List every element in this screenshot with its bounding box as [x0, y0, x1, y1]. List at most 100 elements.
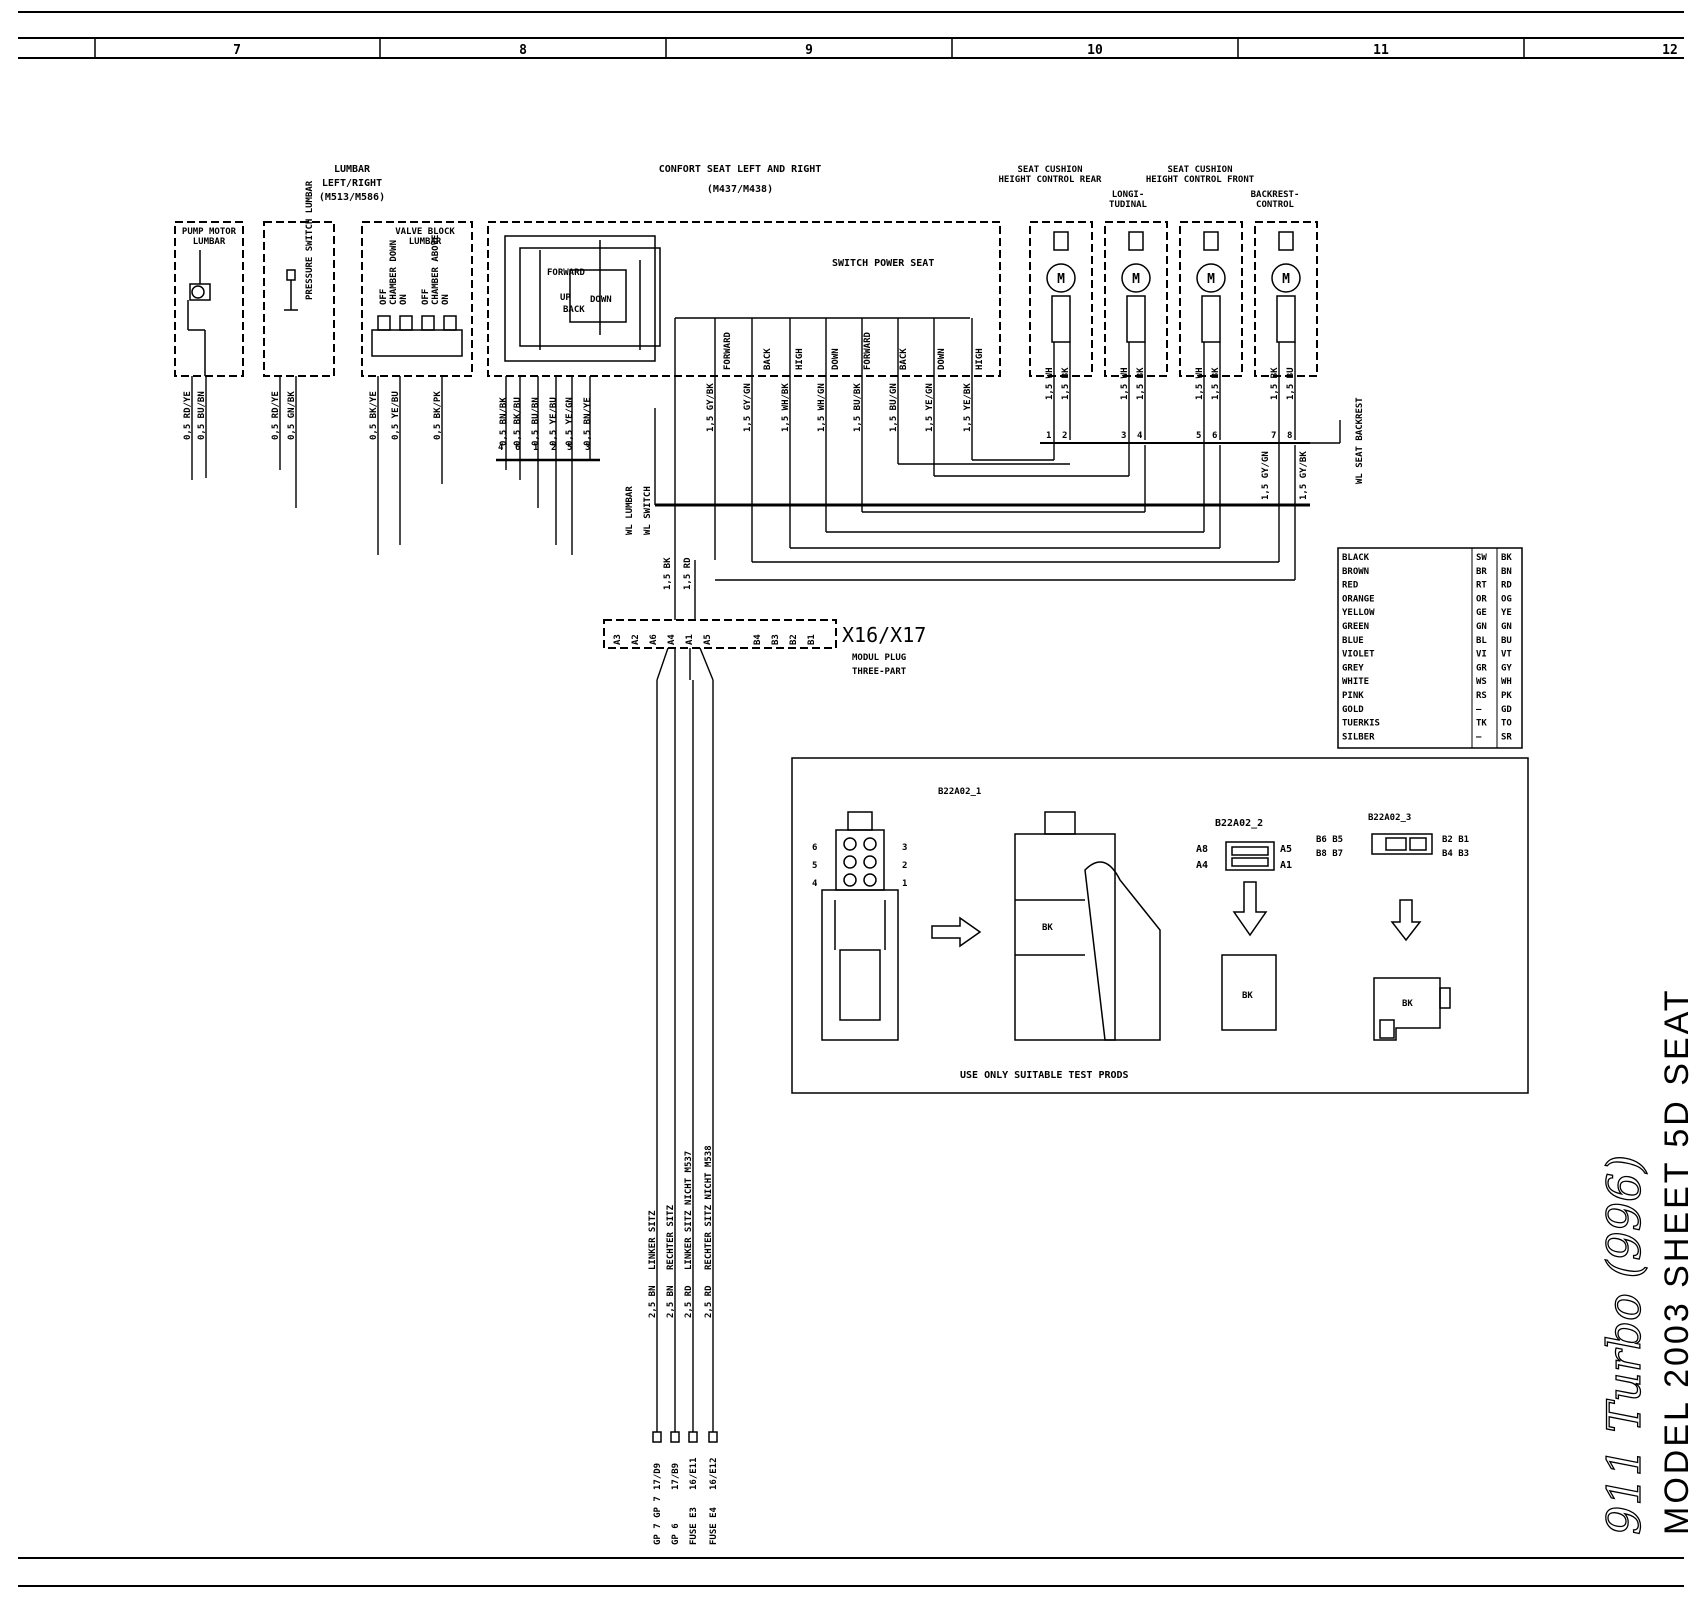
svg-text:CHAMBER DOWN: CHAMBER DOWN [389, 240, 399, 305]
svg-text:1,5 BK: 1,5 BK [1270, 367, 1280, 400]
svg-text:1,5 WH: 1,5 WH [1195, 367, 1205, 400]
column-11: 11 [1373, 43, 1389, 58]
svg-text:BK: BK [1042, 923, 1053, 933]
color-code-en: BK [1501, 553, 1512, 563]
svg-text:0,5 RD/YE: 0,5 RD/YE [183, 391, 193, 440]
svg-text:LINKER SITZ: LINKER SITZ [648, 1210, 658, 1270]
svg-text:RECHTER SITZ: RECHTER SITZ [666, 1204, 676, 1270]
svg-text:1,5 GY/GN: 1,5 GY/GN [1261, 451, 1271, 500]
connector-name: X16/X17 [842, 623, 926, 647]
svg-text:1,5 WH/BK: 1,5 WH/BK [781, 383, 791, 432]
svg-text:A8: A8 [1196, 844, 1208, 855]
pressure-switch-label: PRESSURE SWITCH LUMBAR [305, 180, 315, 300]
svg-text:5: 5 [812, 861, 817, 871]
svg-text:B8 B7: B8 B7 [1316, 849, 1343, 859]
svg-text:1,5 WH: 1,5 WH [1045, 367, 1055, 400]
color-code-de: — [1476, 732, 1482, 742]
svg-text:LINKER SITZ NICHT M537: LINKER SITZ NICHT M537 [684, 1151, 694, 1270]
svg-text:GP 7 GP 7: GP 7 GP 7 [653, 1496, 663, 1545]
svg-text:4: 4 [1137, 431, 1143, 441]
color-code-en: PK [1501, 691, 1512, 701]
svg-text:1,5 RD: 1,5 RD [683, 557, 693, 590]
svg-text:A4: A4 [1196, 860, 1208, 871]
motor-symbol-1: M [1057, 272, 1065, 287]
svg-text:DOWN: DOWN [590, 295, 612, 305]
svg-text:5: 5 [567, 443, 572, 453]
svg-text:FORWARD: FORWARD [547, 268, 586, 278]
color-name: TUERKIS [1342, 719, 1380, 729]
valve-label-1: VALVE BLOCK [395, 227, 455, 237]
motor-icons [1046, 231, 1301, 343]
connector-desc-2: THREE-PART [852, 667, 907, 677]
svg-text:ON: ON [441, 294, 451, 305]
color-code-en: GN [1501, 622, 1512, 632]
svg-text:1,5 YE/BK: 1,5 YE/BK [963, 383, 973, 432]
svg-text:2,5 RD: 2,5 RD [684, 1285, 694, 1318]
svg-text:SEAT CUSHION: SEAT CUSHION [1167, 165, 1232, 175]
comfort-lumbar-wires: 0,5 BN/BK 0,5 BK/BU 0,5 BU/BN 0,5 YE/BU … [496, 376, 600, 555]
inset-c1-label: B22A02_1 [938, 787, 981, 797]
model-sheet-line: MODEL 2003 SHEET 5D SEAT [1658, 987, 1696, 1535]
svg-text:1,5 BU/BK: 1,5 BU/BK [853, 383, 863, 432]
connector-inset: B22A02_1 6 5 4 3 2 1 BK [791, 757, 1529, 1094]
pressure-switch-box [263, 221, 335, 377]
svg-text:1,5 YE/GN: 1,5 YE/GN [925, 383, 935, 432]
lumbar-title-2: LEFT/RIGHT [322, 178, 382, 189]
column-9: 9 [805, 43, 813, 58]
wl-lumbar-label: WL LUMBAR [625, 486, 635, 535]
svg-text:1,5 BK: 1,5 BK [1211, 367, 1221, 400]
svg-text:1: 1 [1046, 431, 1051, 441]
svg-text:DOWN: DOWN [937, 348, 947, 370]
color-code-en: GY [1501, 663, 1512, 673]
switch-power-seat-label: SWITCH POWER SEAT [832, 258, 934, 269]
svg-text:FUSE E3: FUSE E3 [689, 1507, 699, 1545]
svg-text:17/D9: 17/D9 [653, 1463, 663, 1490]
svg-text:CHAMBER ABOVE: CHAMBER ABOVE [431, 235, 441, 305]
color-code-de: BL [1476, 636, 1487, 646]
color-name: SILBER [1342, 732, 1375, 742]
svg-text:1,5 WH/GN: 1,5 WH/GN [817, 383, 827, 432]
svg-text:A5: A5 [703, 634, 713, 645]
svg-text:1,5 BK: 1,5 BK [1136, 367, 1146, 400]
svg-text:0,5 BU/BN: 0,5 BU/BN [197, 391, 207, 440]
svg-text:1,5 BU: 1,5 BU [1286, 367, 1296, 400]
valve-label-2: LUMBAR [409, 237, 442, 247]
color-name: BROWN [1342, 567, 1369, 577]
color-code-en: BN [1501, 567, 1512, 577]
svg-text:2: 2 [902, 861, 907, 871]
svg-text:0,5 YE/BU: 0,5 YE/BU [549, 397, 559, 446]
motor-symbol-4: M [1282, 272, 1290, 287]
connector-b22a02-2 [1225, 841, 1275, 871]
color-code-de: SW [1476, 553, 1487, 563]
color-code-en: WH [1501, 677, 1512, 687]
svg-text:1,5 BU/GN: 1,5 BU/GN [889, 383, 899, 432]
svg-text:0,5 BN/BK: 0,5 BN/BK [499, 397, 509, 446]
inset-c3-label: B22A02_3 [1368, 813, 1411, 823]
motor-longitudinal-box [1104, 221, 1168, 377]
color-name: GREY [1342, 663, 1364, 673]
svg-text:2,5 BN: 2,5 BN [648, 1285, 658, 1318]
color-code-de: GE [1476, 608, 1487, 618]
color-name: PINK [1342, 691, 1364, 701]
svg-text:2,5 RD: 2,5 RD [704, 1285, 714, 1318]
svg-text:3: 3 [585, 443, 590, 453]
connector-b22a02-1 [821, 811, 899, 1041]
pump-motor-icon [191, 285, 205, 299]
svg-text:16/E12: 16/E12 [709, 1457, 719, 1490]
arrow-down-icon [1232, 881, 1268, 937]
column-7: 7 [233, 43, 241, 58]
color-name: VIOLET [1342, 650, 1375, 660]
color-code-de: GR [1476, 663, 1487, 673]
svg-text:BACK: BACK [899, 348, 909, 370]
svg-text:BACK: BACK [563, 305, 585, 315]
color-name: YELLOW [1342, 608, 1375, 618]
comfort-seat-section: CONFORT SEAT LEFT AND RIGHT (M437/M438) … [487, 164, 1310, 560]
svg-text:0,5 BK/BU: 0,5 BK/BU [513, 397, 523, 446]
svg-text:1,5 BK: 1,5 BK [1061, 367, 1071, 400]
svg-text:TUDINAL: TUDINAL [1109, 200, 1148, 210]
svg-text:BK: BK [1242, 991, 1253, 1001]
color-code-en: TO [1501, 719, 1512, 729]
color-code-en: SR [1501, 732, 1512, 742]
connector-desc-1: MODUL PLUG [852, 653, 906, 663]
svg-text:A6: A6 [649, 634, 659, 645]
